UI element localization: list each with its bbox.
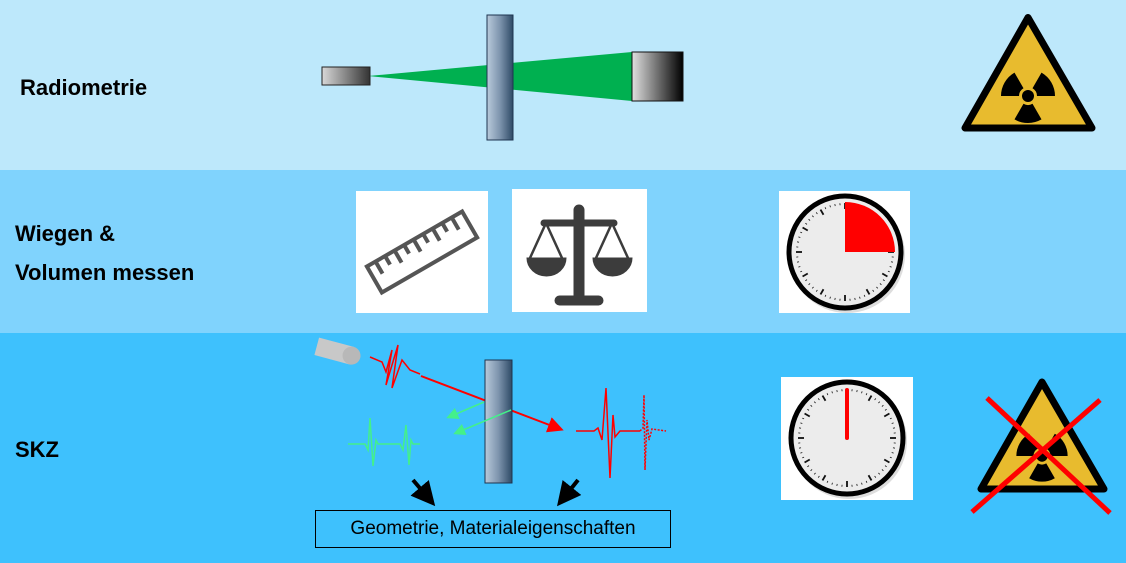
row-label-radiometrie: Radiometrie xyxy=(20,75,148,100)
row-label-skz: SKZ xyxy=(15,437,59,462)
ruler-tick xyxy=(383,255,392,266)
elapsed-time-sector xyxy=(845,202,895,252)
ruler-tick xyxy=(440,222,449,233)
balance-scale-icon xyxy=(526,204,633,306)
plate xyxy=(486,14,514,141)
trefoil-blade xyxy=(1032,72,1055,96)
received-signal-red xyxy=(576,387,640,479)
ultrasonic-transducer-icon xyxy=(314,337,361,365)
ruler-tick xyxy=(430,227,442,242)
clock-icon xyxy=(786,193,905,313)
radiation-source-icon xyxy=(321,66,371,86)
ruler-tick xyxy=(411,238,423,253)
radiation-warning-icon xyxy=(961,14,1096,132)
arrow-to-result xyxy=(557,478,582,507)
row-skz xyxy=(0,333,1126,563)
row-label-wiegen-line1: Wiegen & xyxy=(15,221,116,246)
trefoil-center xyxy=(1022,90,1034,102)
trefoil-blade xyxy=(1001,72,1024,96)
ruler-tick xyxy=(421,233,430,244)
detector-icon xyxy=(631,51,684,102)
crossed-radiation-warning-icon xyxy=(970,378,1112,515)
reflection-arrow xyxy=(453,409,512,436)
plate xyxy=(484,359,513,484)
arrow-to-result xyxy=(410,478,436,507)
result-box: Geometrie, Materialeigenschaften xyxy=(315,510,671,548)
ruler-tick xyxy=(450,216,461,231)
ruler-card xyxy=(356,191,488,313)
warning-triangle xyxy=(977,378,1108,493)
echo-signal-green xyxy=(348,417,420,467)
ruler-tick xyxy=(392,249,404,264)
warning-triangle xyxy=(961,14,1096,132)
trefoil-blade xyxy=(1014,103,1042,123)
incident-pulse xyxy=(369,344,421,389)
clock-icon xyxy=(788,379,907,499)
row-label-wiegen-line2: Volumen messen xyxy=(15,260,195,285)
ruler-tick xyxy=(373,260,385,275)
echo-signal-dotted xyxy=(639,394,667,471)
ruler-tick xyxy=(402,244,411,255)
reflection-arrow xyxy=(446,401,485,419)
trefoil-blade xyxy=(1029,463,1055,482)
ruler-icon xyxy=(364,208,480,296)
